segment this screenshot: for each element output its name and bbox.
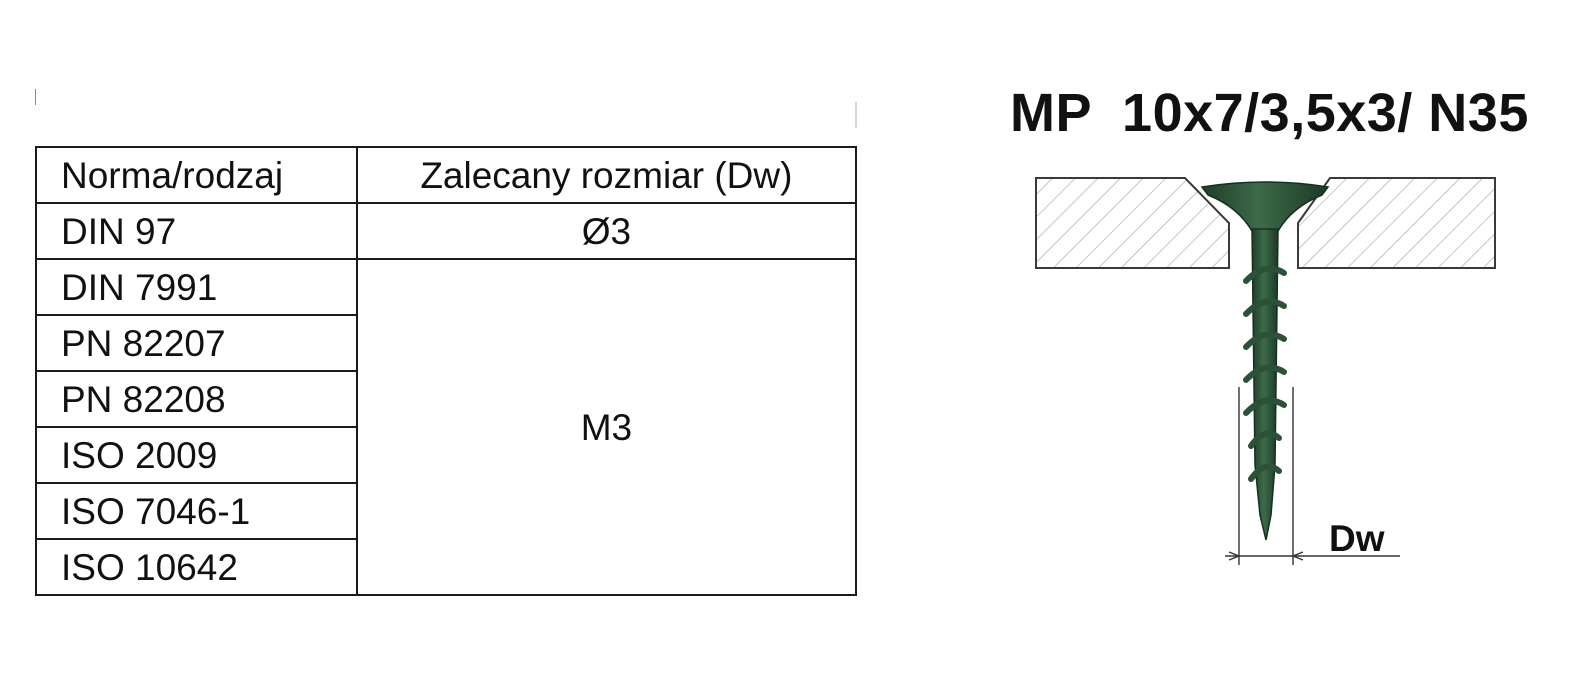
norm-cell: ISO 2009 (35, 426, 358, 484)
header-size: Zalecany rozmiar (Dw) (355, 146, 858, 204)
norm-cell: DIN 97 (35, 202, 358, 260)
table-row: ISO 2009 (35, 426, 856, 484)
norm-cell: ISO 7046-1 (35, 482, 358, 540)
edge-mark (35, 89, 36, 105)
edge-mark-right (855, 102, 857, 128)
table-row: ISO 7046-1 (35, 482, 856, 540)
table-row: DIN 7991 M3 (35, 258, 858, 596)
thread-ridge (1243, 364, 1287, 383)
screw-diagram (1035, 177, 1496, 565)
screw-icon (1200, 181, 1330, 541)
norm-cell: PN 82207 (35, 314, 358, 372)
table-header-row: Norma/rodzaj Zalecany rozmiar (Dw) (35, 146, 858, 204)
header-norm: Norma/rodzaj (35, 146, 358, 204)
size-cell-merged: M3 (355, 258, 858, 596)
thread-ridge (1248, 430, 1282, 449)
norm-cell: DIN 7991 (35, 258, 358, 316)
table-row: ISO 10642 (35, 538, 856, 596)
size-cell: Ø3 (355, 202, 858, 260)
norm-cell: PN 82208 (35, 370, 358, 428)
thread-ridge (1243, 397, 1287, 416)
thread-ridge (1248, 463, 1282, 482)
thread-ridge (1243, 265, 1287, 284)
norm-size-table: Norma/rodzaj Zalecany rozmiar (Dw) DIN 9… (35, 146, 858, 596)
table-row: PN 82207 (35, 314, 856, 372)
table-row: DIN 97 Ø3 (35, 202, 858, 260)
thread-ridge (1243, 298, 1287, 317)
dimension-lines (1225, 387, 1400, 565)
norm-cell: ISO 10642 (35, 538, 358, 596)
material-plate (1035, 177, 1496, 269)
product-title: MP 10x7/3,5x3/ N35 (1010, 83, 1529, 143)
dimension-label: Dw (1329, 518, 1385, 559)
table-row: PN 82208 (35, 370, 856, 428)
thread-ridge (1243, 331, 1287, 350)
